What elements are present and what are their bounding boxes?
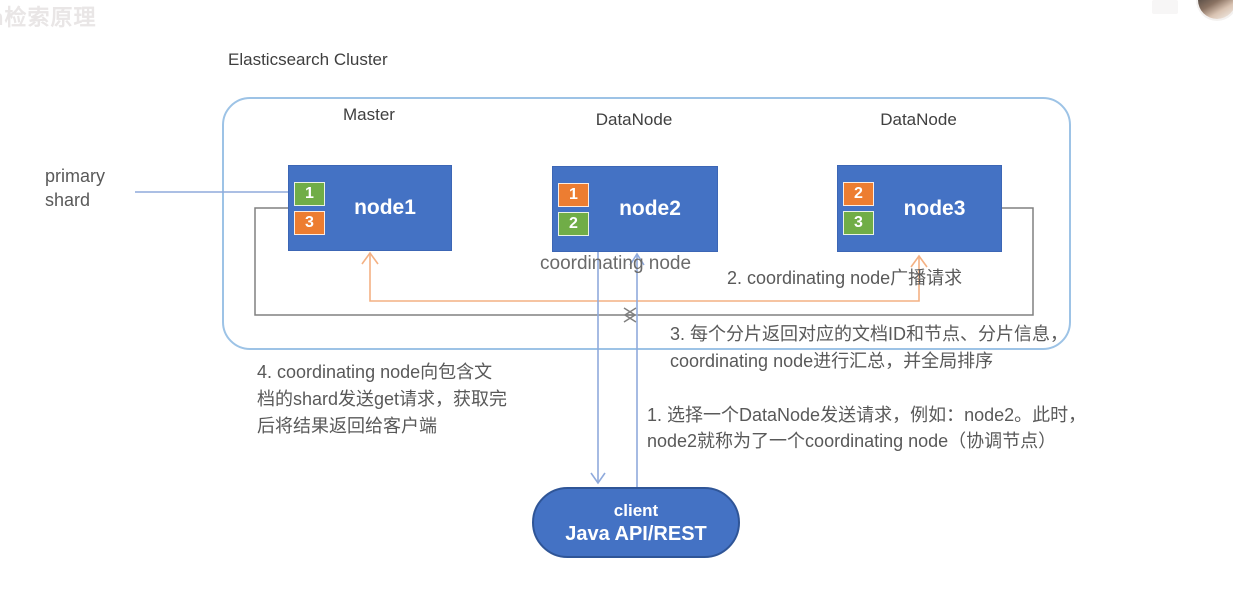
step4-line2: 档的shard发送get请求，获取完	[257, 389, 508, 409]
node1-name: node1	[354, 196, 416, 219]
annotation-step4: 4. coordinating node向包含文 档的shard发送get请求，…	[257, 359, 507, 440]
node2-shards: 1 2	[558, 182, 589, 236]
step4-line3: 后将结果返回给客户端	[257, 416, 437, 436]
node2-name: node2	[619, 197, 681, 220]
node2-role-label: DataNode	[595, 110, 673, 129]
client-box: client Java API/REST	[532, 487, 740, 558]
header-faint-box	[1152, 0, 1178, 14]
annotation-step1: 1. 选择一个DataNode发送请求，例如：node2。此时， node2就称…	[647, 402, 1086, 454]
step1-line1: 1. 选择一个DataNode发送请求，例如：node2。此时，	[647, 405, 1087, 425]
node1-role-label: Master	[343, 105, 395, 124]
node3-name: node3	[903, 196, 966, 220]
shard-badge: 2	[843, 182, 874, 206]
step4-line1: 4. coordinating node向包含文	[257, 362, 493, 382]
elasticsearch-cluster-container	[222, 97, 1071, 350]
step3-line2: coordinating node进行汇总，并全局排序	[670, 351, 994, 371]
shard-badge: 1	[558, 182, 589, 207]
step3-line1: 3. 每个分片返回对应的文档ID和节点、分片信息，	[670, 324, 1069, 344]
node3-box: 2 3 node3	[837, 165, 1002, 252]
cluster-title: Elasticsearch Cluster	[228, 50, 388, 69]
annotation-step2: 2. coordinating node广播请求	[727, 268, 963, 288]
node1-shards: 1 3	[294, 181, 325, 235]
annotation-step3: 3. 每个分片返回对应的文档ID和节点、分片信息， coordinating n…	[670, 321, 1068, 375]
coordinating-node-label: coordinating node	[540, 253, 692, 274]
primary-shard-line2: shard	[45, 190, 91, 210]
node3-role-label: DataNode	[880, 110, 957, 129]
primary-shard-line1: primary	[45, 166, 106, 186]
shard-badge: 1	[294, 181, 325, 206]
node1-box: 1 3 node1	[288, 165, 452, 251]
client-api-label: Java API/REST	[565, 522, 707, 545]
step1-line2: node2就称为了一个coordinating node（协调节点）	[647, 431, 1057, 451]
node3-shards: 2 3	[843, 182, 874, 235]
presenter-avatar	[1198, 0, 1233, 19]
primary-shard-label: primary shard	[45, 164, 105, 212]
shard-badge: 3	[843, 211, 874, 235]
shard-badge: 3	[294, 210, 325, 235]
shard-badge: 2	[558, 211, 589, 236]
node2-box: 1 2 node2	[552, 166, 718, 252]
watermark-title: h检索原理	[0, 5, 97, 30]
client-label: client	[613, 500, 659, 520]
